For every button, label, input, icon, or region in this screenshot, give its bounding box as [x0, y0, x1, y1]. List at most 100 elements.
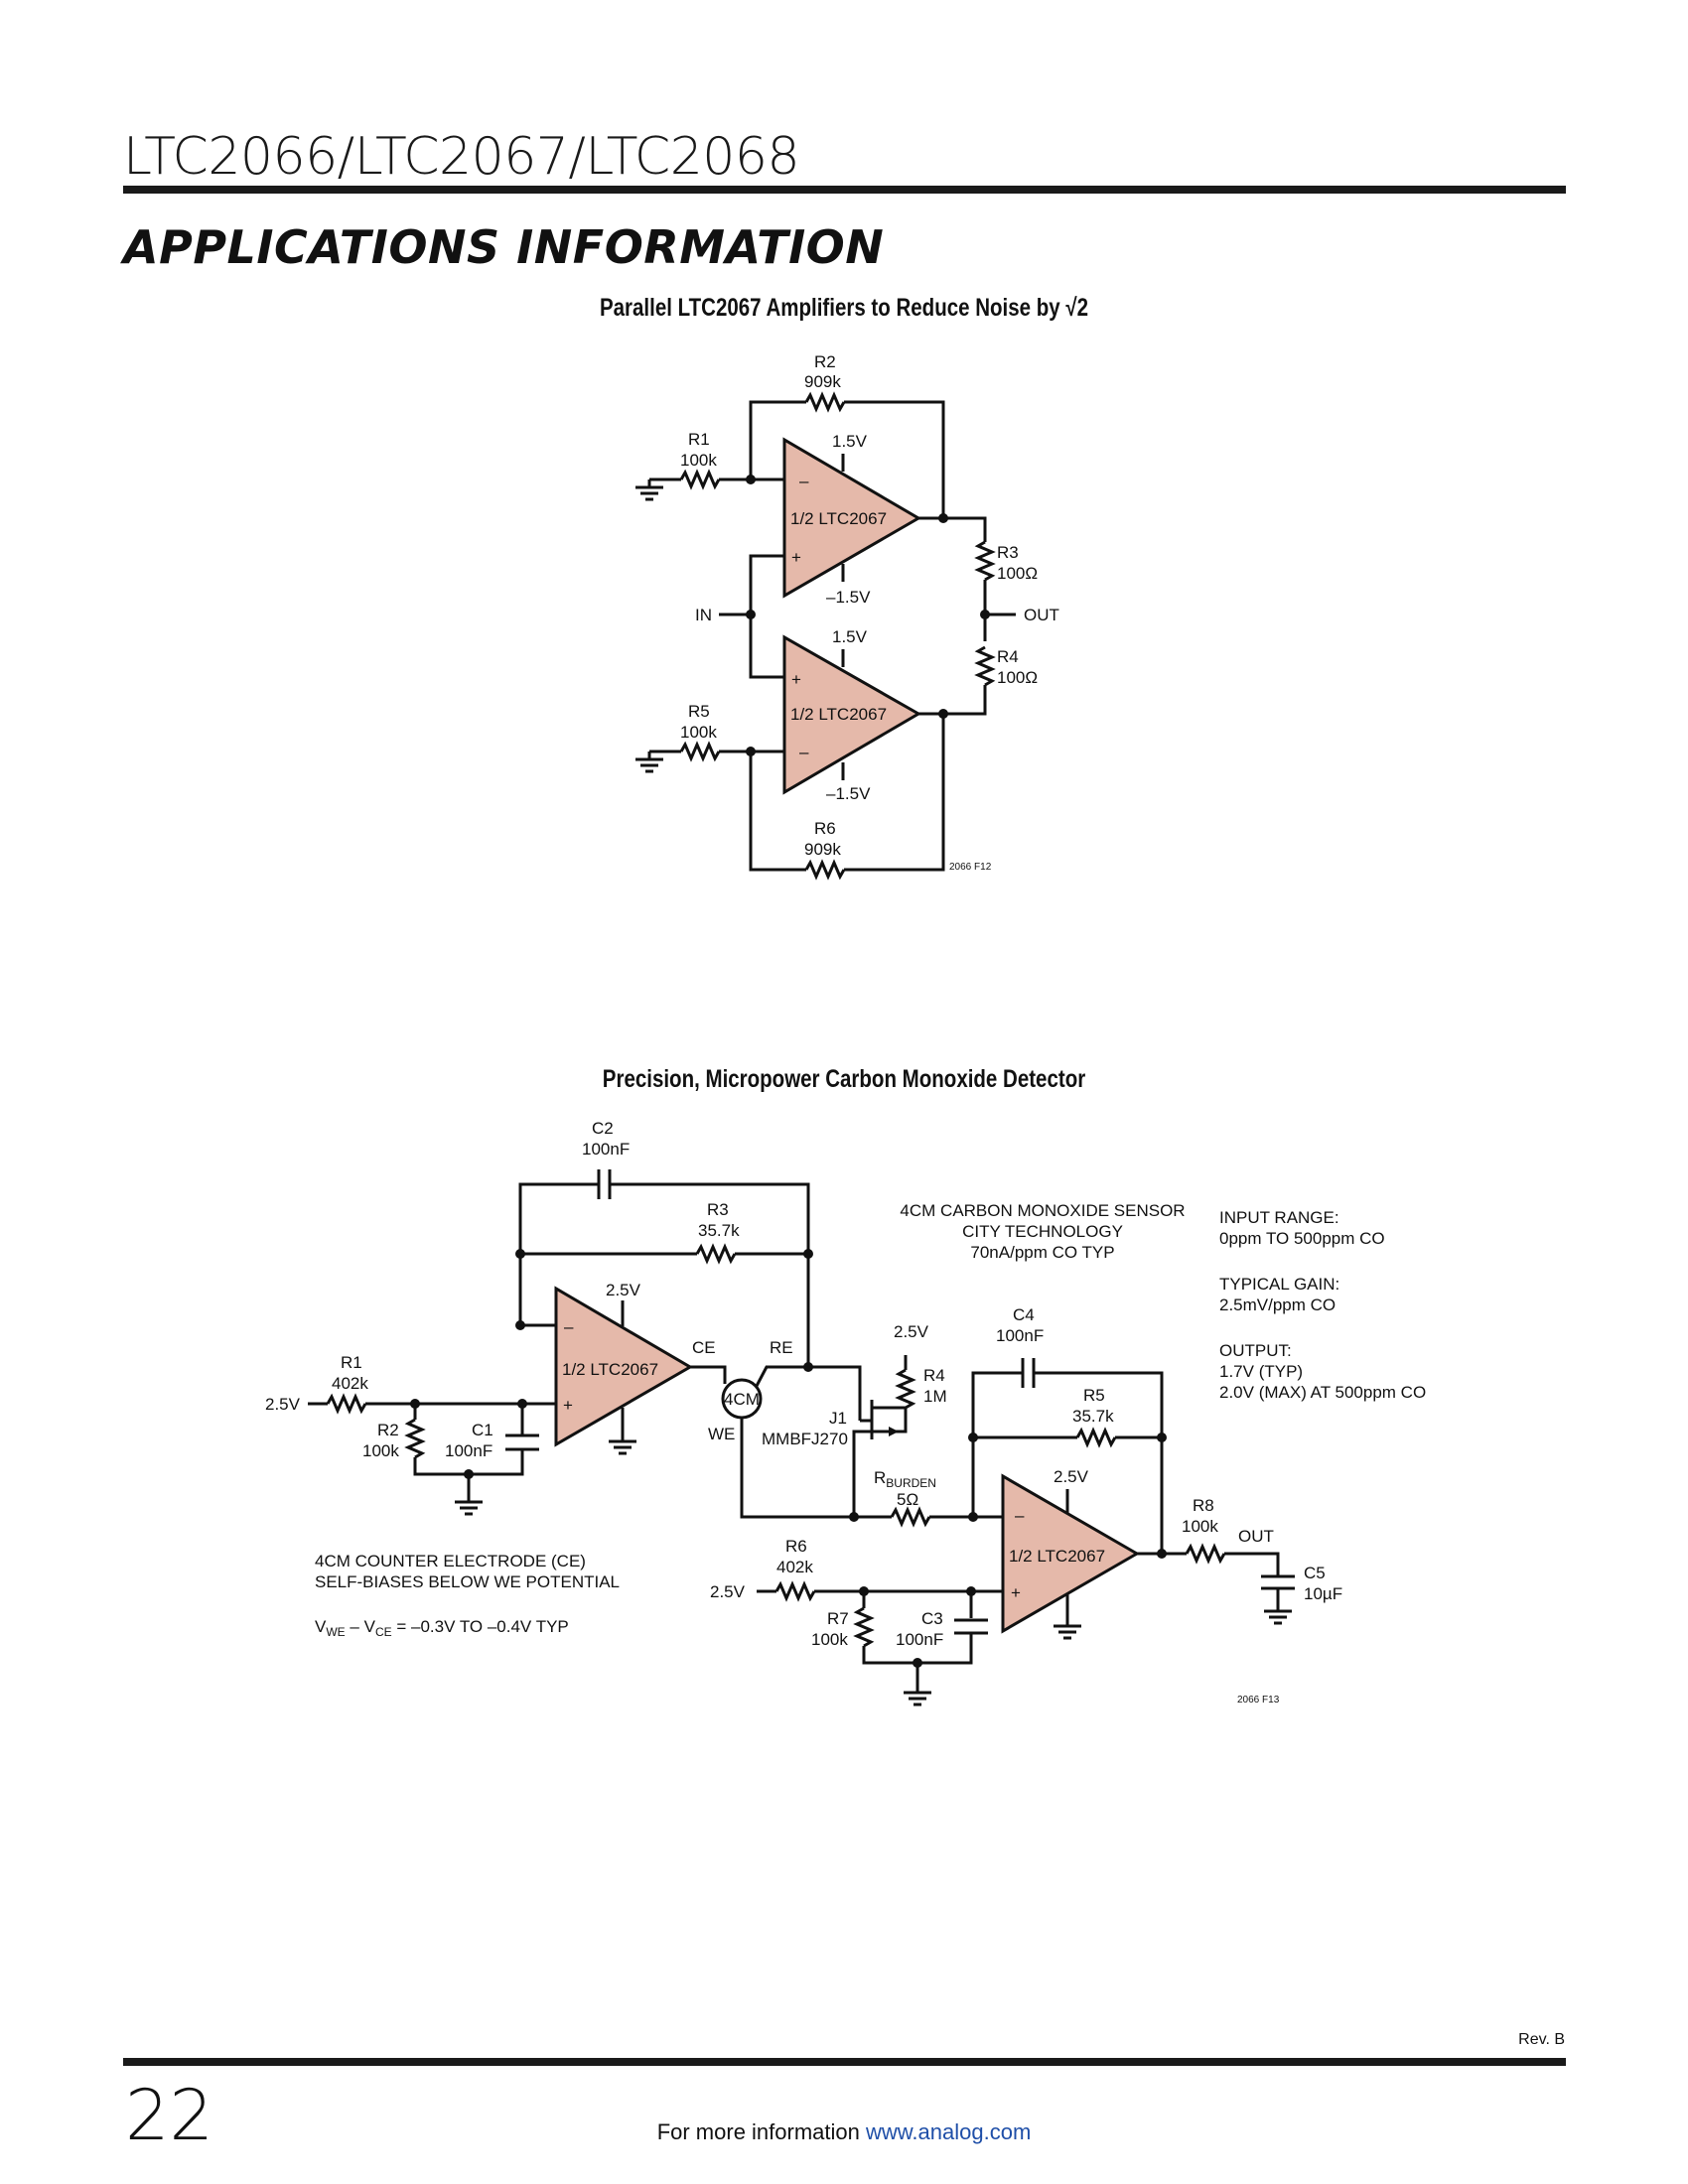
svg-text:+: +: [791, 670, 801, 689]
svg-text:–: –: [799, 472, 809, 490]
r5-value: 35.7k: [1072, 1407, 1114, 1426]
amp2-supply: 2.5V: [1054, 1467, 1089, 1486]
ground-symbol: [1262, 1601, 1294, 1625]
spec-line-6: 1.7V (TYP): [1219, 1362, 1303, 1381]
r1-name: R1: [341, 1353, 362, 1372]
rburden-value: 5Ω: [897, 1490, 918, 1509]
r3-name: R3: [707, 1200, 729, 1219]
svg-text:–: –: [1015, 1506, 1025, 1525]
r7-value: 100k: [811, 1630, 848, 1649]
sensor-note-3: 70nA/ppm CO TYP: [970, 1243, 1114, 1262]
svg-text:+: +: [1011, 1583, 1021, 1602]
r6-value: 402k: [776, 1558, 813, 1576]
ground-symbol: [607, 1432, 638, 1455]
amp2-label: 1/2 LTC2067: [790, 705, 887, 724]
r1-resistor: [679, 469, 721, 490]
amp1-vneg: –1.5V: [826, 588, 871, 607]
ce-note-1: 4CM COUNTER ELECTRODE (CE): [315, 1552, 586, 1570]
j1-value: MMBFJ270: [762, 1430, 848, 1448]
figure2-junctions: [410, 1249, 1167, 1668]
r2-resistor: [804, 391, 846, 413]
c2-name: C2: [592, 1119, 614, 1138]
r3-resistor: [974, 540, 996, 582]
r6-resistor: [804, 859, 846, 881]
ground-symbol: [633, 750, 665, 773]
amp2-vneg: –1.5V: [826, 784, 871, 803]
figure2-id: 2066 F13: [1237, 1695, 1280, 1706]
sensor-label: 4CM: [724, 1390, 760, 1409]
r4-supply: 2.5V: [894, 1322, 929, 1341]
c3-value: 100nF: [896, 1630, 943, 1649]
svg-text:+: +: [563, 1396, 573, 1415]
c1-name: C1: [472, 1421, 493, 1439]
r6-name: R6: [814, 819, 836, 838]
c5-value: 10µF: [1304, 1584, 1342, 1603]
spec-line-2: 0ppm TO 500ppm CO: [1219, 1229, 1385, 1248]
figure2-title: Precision, Micropower Carbon Monoxide De…: [602, 1065, 1086, 1093]
spec-line-3: TYPICAL GAIN:: [1219, 1275, 1339, 1294]
r6-value: 909k: [804, 840, 841, 859]
figure2-schematic: [308, 1169, 1295, 1706]
ground-symbol: [1052, 1616, 1083, 1640]
spec-line-7: 2.0V (MAX) AT 500ppm CO: [1219, 1383, 1426, 1402]
figure1-junctions: [746, 475, 990, 756]
r7-resistor: [853, 1606, 875, 1648]
bias-equation: VWE – VCE = –0.3V TO –0.4V TYP: [315, 1617, 569, 1639]
r3-resistor: [695, 1243, 737, 1265]
r6-resistor: [774, 1580, 816, 1602]
sensor-note-1: 4CM CARBON MONOXIDE SENSOR: [900, 1201, 1185, 1220]
r8-resistor: [1185, 1543, 1226, 1565]
r2-value: 100k: [362, 1441, 399, 1460]
r1-name: R1: [688, 430, 710, 449]
revision-label: Rev. B: [1518, 2031, 1565, 2048]
r4-resistor: [895, 1368, 916, 1410]
figure1-id: 2066 F12: [949, 862, 992, 873]
r3-value: 100Ω: [997, 564, 1038, 583]
r2-name: R2: [814, 352, 836, 371]
amp2-label: 1/2 LTC2067: [1009, 1547, 1105, 1566]
footer-link[interactable]: www.analog.com: [865, 2119, 1032, 2144]
r2-resistor: [404, 1418, 426, 1459]
r2-value: 909k: [804, 372, 841, 391]
c4-value: 100nF: [996, 1326, 1044, 1345]
c3-name: C3: [921, 1609, 943, 1628]
r4-value: 1M: [923, 1387, 947, 1406]
r3-name: R3: [997, 543, 1019, 562]
amp1-vpos: 1.5V: [832, 432, 868, 451]
c5-name: C5: [1304, 1564, 1326, 1582]
rburden-name: RBURDEN: [874, 1468, 936, 1490]
r5-resistor: [679, 741, 721, 762]
spec-line-4: 2.5mV/ppm CO: [1219, 1296, 1336, 1314]
j1-gate: [872, 1408, 908, 1433]
figure2-labels: – + – + 1/2 LTC2067 1/2 LTC2067 2.5V 2.5…: [265, 1119, 1426, 1706]
ground-symbol: [902, 1683, 933, 1706]
pin-ce: CE: [692, 1338, 716, 1357]
svg-text:–: –: [799, 743, 809, 761]
schematics-canvas: – + + – 1/2 LTC2067 1/2 LTC2067 1.5V –1.…: [265, 352, 1426, 1706]
in-label: IN: [695, 606, 712, 624]
spec-line-1: INPUT RANGE:: [1219, 1208, 1339, 1227]
c2-value: 100nF: [582, 1140, 630, 1159]
ground-symbol: [633, 478, 665, 501]
c4-name: C4: [1013, 1305, 1035, 1324]
svg-text:–: –: [564, 1317, 574, 1336]
amp2-vpos: 1.5V: [832, 627, 868, 646]
figure1-title: Parallel LTC2067 Amplifiers to Reduce No…: [599, 294, 1089, 322]
r5-name: R5: [688, 702, 710, 721]
r1-value: 402k: [332, 1374, 368, 1393]
r4-name: R4: [923, 1366, 945, 1385]
r6-name: R6: [785, 1537, 807, 1556]
pin-we: WE: [708, 1425, 735, 1443]
amp2-triangle: [1001, 1473, 1140, 1634]
section-title: APPLICATIONS INFORMATION: [123, 220, 885, 274]
r7-name: R7: [827, 1609, 849, 1628]
figure1-labels: – + + – 1/2 LTC2067 1/2 LTC2067 1.5V –1.…: [680, 352, 1059, 873]
r8-name: R8: [1193, 1496, 1214, 1515]
header-rule: [123, 186, 1566, 194]
amp2-triangle: [782, 634, 921, 795]
r1-value: 100k: [680, 451, 717, 470]
r5-name: R5: [1083, 1386, 1105, 1405]
ground-symbol: [453, 1492, 485, 1516]
r1-resistor: [326, 1393, 367, 1415]
sensor-note-2: CITY TECHNOLOGY: [962, 1222, 1123, 1241]
